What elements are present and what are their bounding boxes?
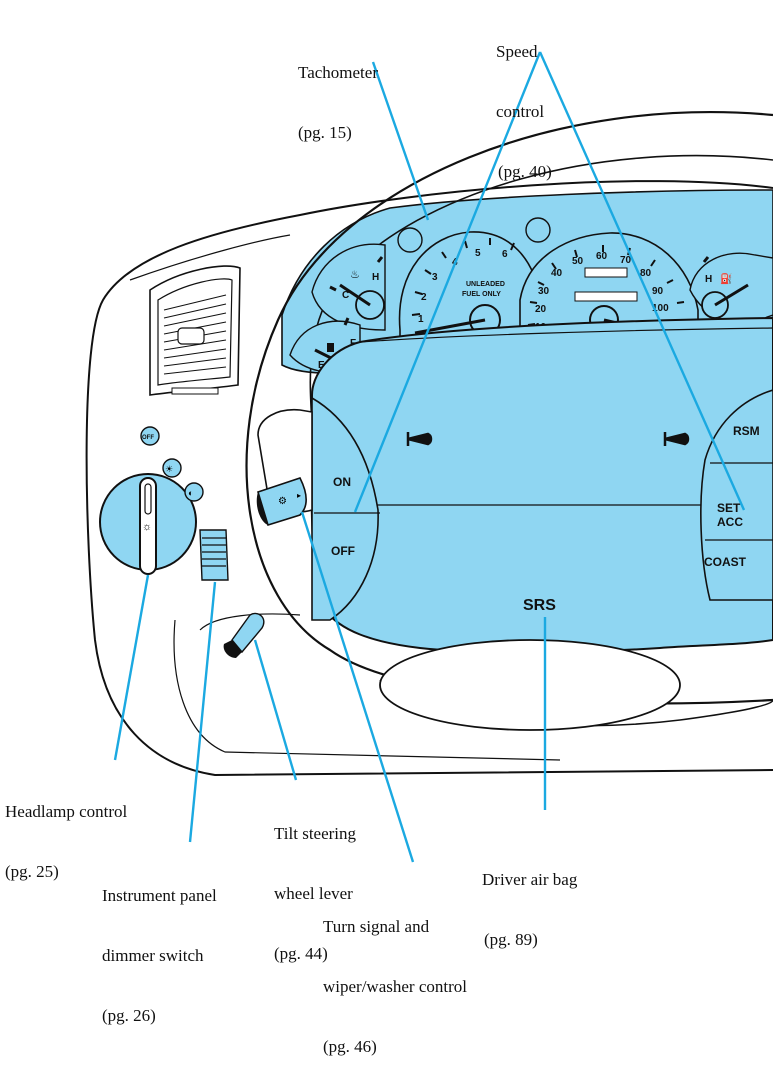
headlamp-callout-title: Headlamp control [5,802,128,821]
speed-70: 70 [620,255,632,266]
speed-on-leader [353,51,542,513]
headlamp-leader [113,574,150,761]
speed-50: 50 [572,256,584,267]
rsm-button[interactable]: RSM [733,424,760,438]
wiper-icon: ⚙ [278,496,287,507]
dimmer-callout-line2: dimmer switch [102,946,204,965]
dimmer-callout: Instrument panel dimmer switch (pg. 26) [102,846,217,1046]
headlamp-off-label: OFF [142,435,154,441]
temperature-gauge: C H ♨ [311,243,386,331]
indicator-light-1 [397,227,423,253]
speed-100: 100 [652,303,669,314]
parking-lamp-icon: ☀ [165,464,173,474]
headlamp-callout-page: (pg. 25) [5,862,59,881]
air-vent [149,265,241,396]
oil-h-label: H [705,274,712,285]
speed-control-callout: Speed control (pg. 40) [496,2,552,202]
speed-control-callout-page: (pg. 40) [498,162,552,181]
dimmer-thumbwheel[interactable] [199,529,229,581]
console-inner [199,613,301,631]
speed-80: 80 [640,268,652,279]
unleaded-label: UNLEADED [466,281,505,288]
odometer-trip [584,267,628,278]
oil-can-icon: ⛽ [720,272,732,285]
dimmer-leader [188,581,217,843]
speed-control-callout-line1: Speed [496,42,538,61]
speed-30: 30 [538,286,550,297]
dashboard-outline [85,180,773,777]
headlamp-control[interactable]: ☼ OFF ☀ ◐ [99,426,204,575]
speed-on-off-panel [311,396,379,621]
turn-signal-callout-page: (pg. 46) [323,1037,377,1056]
indicator-light-2 [525,217,551,243]
oil-pressure-gauge: H ⛽ [689,252,773,331]
temp-c-label: C [342,290,349,301]
fuel-pump-icon [327,343,334,352]
console-outline [173,619,561,761]
tach-2: 2 [421,292,427,303]
coolant-icon: ♨ [350,269,360,281]
turn-signal-stalk: ⚙ ▸ [256,409,313,527]
dimmer-callout-line1: Instrument panel [102,886,217,905]
set-button[interactable]: SET [717,501,741,515]
odometer-main [574,291,638,302]
headlamp-sun-icon: ☼ [142,521,152,533]
leader-lines [113,51,746,863]
tach-6: 6 [502,249,508,260]
airbag-callout-page: (pg. 89) [484,930,538,949]
tachometer-callout-title: Tachometer [298,63,378,82]
tachometer-callout: Tachometer (pg. 15) [298,23,378,163]
airbag-callout-title: Driver air bag [482,870,578,889]
airbag-callout: Driver air bag (pg. 89) [482,830,577,970]
turn-signal-leader [300,511,415,863]
horn-icon-right [663,432,690,446]
tilt-lever[interactable] [223,612,265,658]
speed-40: 40 [551,268,563,279]
turn-signal-callout-line2: wiper/washer control [323,977,467,996]
steering-wheel-opening [379,639,681,731]
srs-airbag-label: SRS [523,597,556,614]
turn-signal-callout: Turn signal and wiper/washer control (pg… [323,877,467,1077]
coast-button[interactable]: COAST [704,555,747,569]
tach-5: 5 [475,248,481,259]
tilt-callout-line2: wheel lever [274,884,353,903]
acc-button[interactable]: ACC [717,515,743,529]
dashboard-diagram: C H ♨ F E 1 2 3 4 5 6 UNLEADED FUEL ONLY [85,51,773,863]
speed-control-callout-line2: control [496,102,545,121]
speed-20: 20 [535,304,547,315]
speed-60: 60 [596,251,608,262]
horn-icon-left [406,432,433,446]
temp-h-label: H [372,272,379,283]
turn-signal-callout-line1: Turn signal and [323,917,430,936]
tach-3: 3 [432,272,438,283]
headlamp-callout: Headlamp control (pg. 25) [5,762,127,902]
speed-set-leader [538,51,746,511]
tach-1: 1 [418,314,424,325]
tilt-callout-line1: Tilt steering [274,824,357,843]
turn-arrow-icon: ▸ [297,491,301,500]
speed-on-button[interactable]: ON [333,475,351,489]
hub-top-line [359,327,773,343]
speed-90: 90 [652,286,664,297]
fuel-only-label: FUEL ONLY [462,291,501,298]
tachometer-callout-page: (pg. 15) [298,123,352,142]
dashboard-inner-line [129,234,291,281]
dimmer-callout-page: (pg. 26) [102,1006,156,1025]
tilt-leader [253,639,298,781]
speed-off-button[interactable]: OFF [331,544,355,558]
fuel-e-label: E [318,360,325,371]
headlamp-icon: ◐ [188,488,193,498]
tachometer-leader [371,61,430,221]
